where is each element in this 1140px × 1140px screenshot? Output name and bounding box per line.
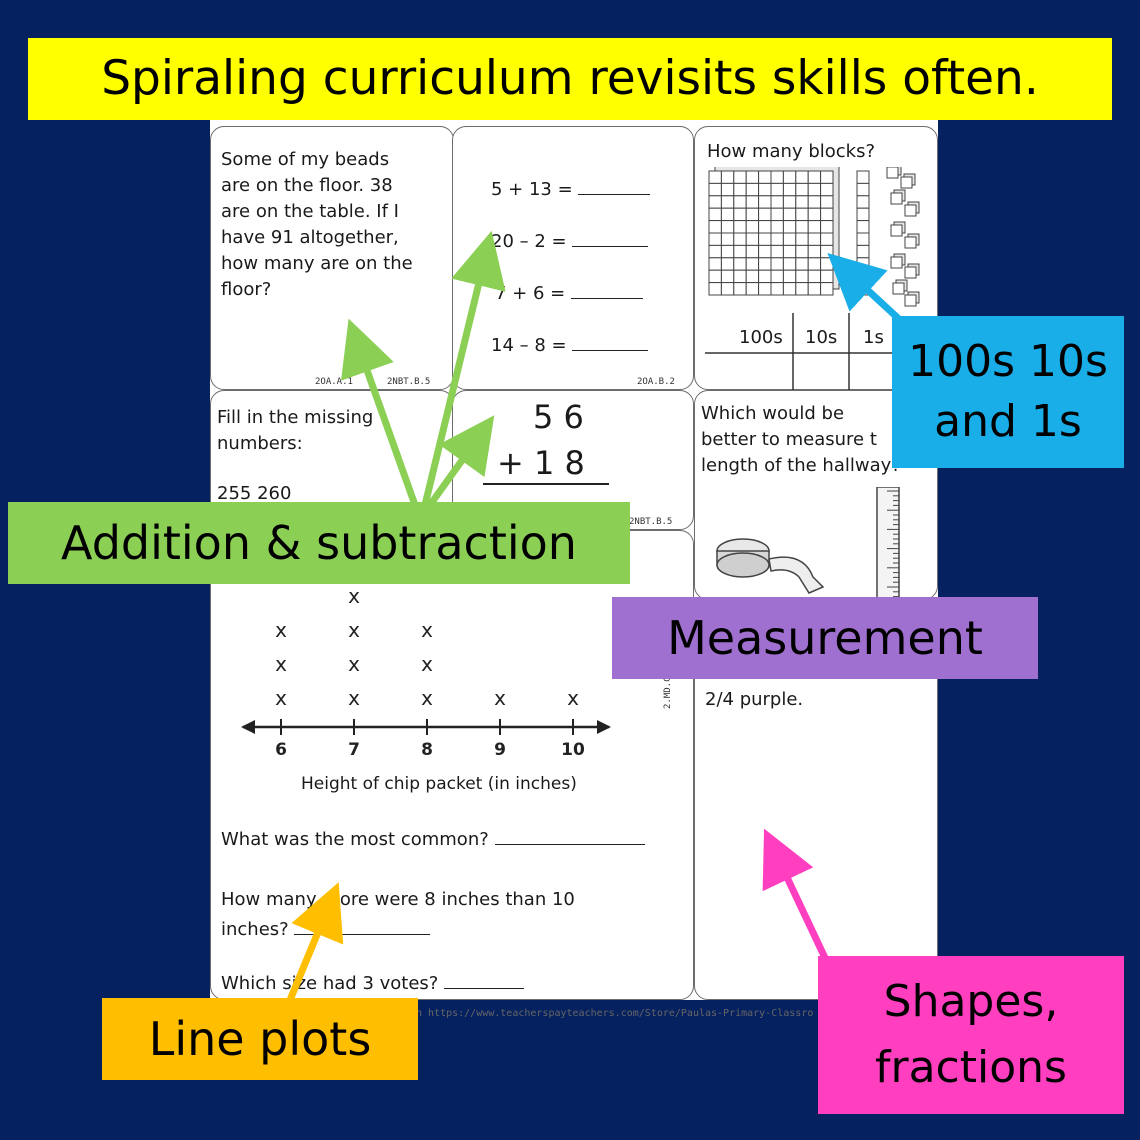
plot-mark-6-2: x xyxy=(275,652,287,676)
missing-numbers-values: 255 260 xyxy=(217,483,292,504)
title-banner: Spiraling curriculum revisits skills oft… xyxy=(28,38,1112,120)
label-place-value: 100s 10s and 1s xyxy=(892,316,1124,468)
label-shapes-line-1: Shapes, xyxy=(883,976,1059,1027)
beads-line-1: Some of my beads xyxy=(221,149,390,170)
plot-mark-7-2: x xyxy=(348,652,360,676)
plot-mark-10-1: x xyxy=(567,686,579,710)
plot-mark-8-3: x xyxy=(421,618,433,642)
beads-line-4: have 91 altogether, xyxy=(221,227,399,248)
tick-label-10: 10 xyxy=(561,740,585,760)
beads-line-6: floor? xyxy=(221,279,272,300)
measure-line-3: length of the hallway? xyxy=(701,455,901,476)
equation-3: 7 + 6 = xyxy=(495,281,643,307)
tick-label-9: 9 xyxy=(494,740,506,760)
blocks-question: How many blocks? xyxy=(707,141,876,162)
plot-mark-8-2: x xyxy=(421,652,433,676)
question-most-common-text: What was the most common? xyxy=(221,829,489,850)
equation-2-text: 20 – 2 = xyxy=(491,231,567,252)
equation-1: 5 + 13 = xyxy=(491,177,651,203)
question-three-votes-text: Which size had 3 votes? xyxy=(221,973,439,994)
pv-header-1s: 1s xyxy=(863,327,884,348)
equation-4-text: 14 – 8 = xyxy=(491,335,567,356)
beads-problem-cell: Some of my beads are on the floor. 38 ar… xyxy=(210,126,454,390)
unit-cubes xyxy=(886,167,920,307)
beads-line-2: are on the floor. 38 xyxy=(221,175,393,196)
equations-standard-code: 2OA.B.2 xyxy=(637,377,675,387)
plot-mark-7-3: x xyxy=(348,618,360,642)
plot-mark-9-1: x xyxy=(494,686,506,710)
equation-2: 20 – 2 = xyxy=(491,229,649,255)
question-most-common: What was the most common? xyxy=(221,827,645,853)
ruler-icon xyxy=(876,487,900,607)
question-how-many-more-line-2: inches? xyxy=(221,917,431,943)
beads-standard-code: 2OA.A.1 xyxy=(315,377,353,387)
base-ten-blocks xyxy=(708,167,920,307)
footer-url: n https://www.teacherspayteachers.com/St… xyxy=(416,1008,814,1019)
equations-cell: 5 + 13 = 20 – 2 = 7 + 6 = 14 – 8 = 2OA.B… xyxy=(452,126,694,390)
pv-header-10s: 10s xyxy=(805,327,838,348)
axis-arrow-left-icon xyxy=(241,720,255,734)
missing-numbers-line-1: Fill in the missing xyxy=(217,407,374,428)
label-line-plots: Line plots xyxy=(102,998,418,1080)
label-place-value-line-1: 100s 10s xyxy=(908,336,1108,387)
addition-bottom: + 1 8 xyxy=(497,444,585,482)
plot-mark-8-1: x xyxy=(421,686,433,710)
plot-mark-7-1: x xyxy=(348,686,360,710)
tape-measure-icon xyxy=(716,538,825,594)
equation-4: 14 – 8 = xyxy=(491,333,649,359)
question-how-many-more-line-1: How many more were 8 inches than 10 xyxy=(221,889,575,910)
line-plot-axis-label: Height of chip packet (in inches) xyxy=(301,774,577,794)
label-measurement: Measurement xyxy=(612,597,1038,679)
question-three-votes: Which size had 3 votes? xyxy=(221,971,525,997)
missing-numbers-line-2: numbers: xyxy=(217,433,303,454)
pv-header-100s: 100s xyxy=(739,327,783,348)
plot-mark-6-1: x xyxy=(275,686,287,710)
tick-label-6: 6 xyxy=(275,740,287,760)
axis-arrow-right-icon xyxy=(597,720,611,734)
beads-standard-code-2: 2NBT.B.5 xyxy=(387,377,431,387)
tick-label-8: 8 xyxy=(421,740,433,760)
ten-rod xyxy=(856,170,870,296)
measure-line-1: Which would be xyxy=(701,403,845,424)
hundred-flat xyxy=(708,167,840,296)
beads-line-3: are on the table. If I xyxy=(221,201,399,222)
equation-1-text: 5 + 13 = xyxy=(491,179,573,200)
plot-mark-7-4: x xyxy=(348,584,360,608)
equation-3-text: 7 + 6 = xyxy=(495,283,566,304)
label-shapes-line-2: fractions xyxy=(875,1042,1067,1093)
tick-label-7: 7 xyxy=(348,740,360,760)
vertical-standard-code: 2NBT.B.5 xyxy=(629,517,673,527)
question-how-many-more-text: inches? xyxy=(221,919,289,940)
label-shapes-fractions: Shapes, fractions xyxy=(818,956,1124,1114)
measure-line-2: better to measure t xyxy=(701,429,877,450)
addition-line xyxy=(483,483,609,485)
beads-line-5: how many are on the xyxy=(221,253,413,274)
plot-mark-6-3: x xyxy=(275,618,287,642)
label-place-value-line-2: and 1s xyxy=(934,396,1082,447)
circle-task-line-2: 2/4 purple. xyxy=(705,689,804,710)
label-addition: Addition & subtraction xyxy=(8,502,630,584)
addition-top: 5 6 xyxy=(533,398,584,436)
